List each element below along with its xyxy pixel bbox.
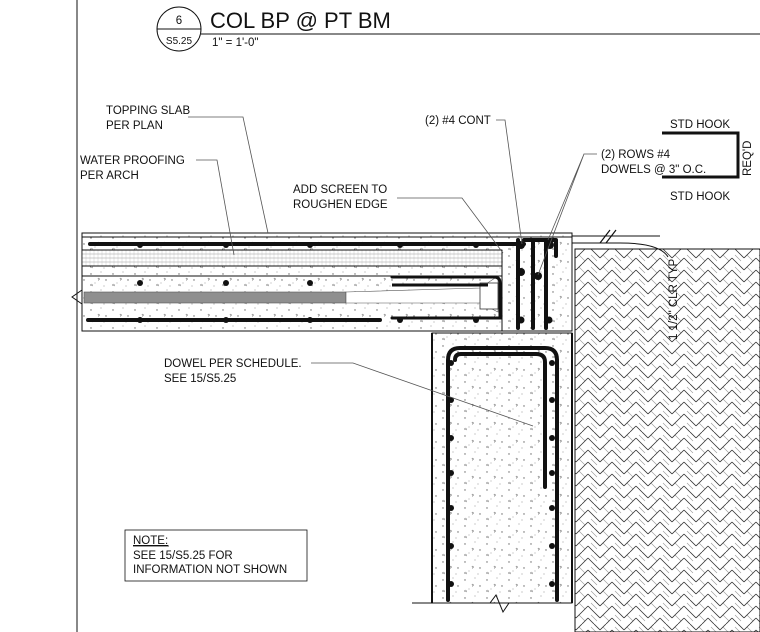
slab xyxy=(71,229,669,332)
dowels-label-2: DOWELS @ 3" O.C. xyxy=(601,164,706,176)
column-break-line xyxy=(412,593,572,614)
water-proofing-label-2: PER ARCH xyxy=(80,170,139,182)
reqd-label: REQ'D xyxy=(742,141,754,176)
dowels-label-1: (2) ROWS #4 xyxy=(601,149,671,161)
title-block: 6 S5.25 COL BP @ PT BM 1" = 1'-0" xyxy=(156,6,760,52)
water-proofing-label-1: WATER PROOFING xyxy=(80,155,185,167)
column-concrete xyxy=(431,332,573,604)
clearance-label: 1 1/2" CLR TYP xyxy=(668,258,680,340)
add-screen-leader xyxy=(397,197,504,254)
dowels-leader xyxy=(537,153,597,276)
dowel-schedule-leader xyxy=(311,362,534,427)
note-heading: NOTE: xyxy=(133,535,168,547)
note-line-2: INFORMATION NOT SHOWN xyxy=(133,564,287,576)
detail-scale: 1" = 1'-0" xyxy=(212,37,258,49)
cont-bars-label: (2) #4 CONT xyxy=(425,115,491,127)
edge-reinforcing xyxy=(516,238,558,330)
add-screen-label-2: ROUGHEN EDGE xyxy=(293,199,388,211)
waterproofing-layer xyxy=(81,249,503,267)
masonry-wall xyxy=(574,248,760,632)
add-screen-label-1: ADD SCREEN TO xyxy=(293,184,387,196)
pt-tendon-duct xyxy=(83,291,347,304)
std-hook-top-label: STD HOOK xyxy=(670,119,730,131)
water-proofing-leader xyxy=(196,159,235,256)
hook-detail: STD HOOK STD HOOK REQ'D xyxy=(662,119,754,203)
note-box: NOTE: SEE 15/S5.25 FOR INFORMATION NOT S… xyxy=(124,529,308,582)
std-hook-bottom-label: STD HOOK xyxy=(670,191,730,203)
topping-slab-label-2: PER PLAN xyxy=(106,120,163,132)
detail-title: COL BP @ PT BM xyxy=(210,8,391,33)
dowel-schedule-label-2: SEE 15/S5.25 xyxy=(164,373,236,385)
column xyxy=(412,332,573,614)
slab-break-line xyxy=(71,289,83,305)
topping-slab-leader xyxy=(188,116,269,234)
note-line-1: SEE 15/S5.25 FOR xyxy=(133,550,233,562)
detail-sheet-ref: S5.25 xyxy=(166,36,193,47)
topping-slab-label-1: TOPPING SLAB xyxy=(106,105,190,117)
detail-number: 6 xyxy=(176,15,182,27)
callouts: TOPPING SLAB PER PLAN WATER PROOFING PER… xyxy=(80,105,706,427)
dowel-schedule-label-1: DOWEL PER SCHEDULE. xyxy=(164,358,302,370)
cont-bars-leader xyxy=(496,119,523,245)
slab-reinforcing xyxy=(86,242,526,323)
